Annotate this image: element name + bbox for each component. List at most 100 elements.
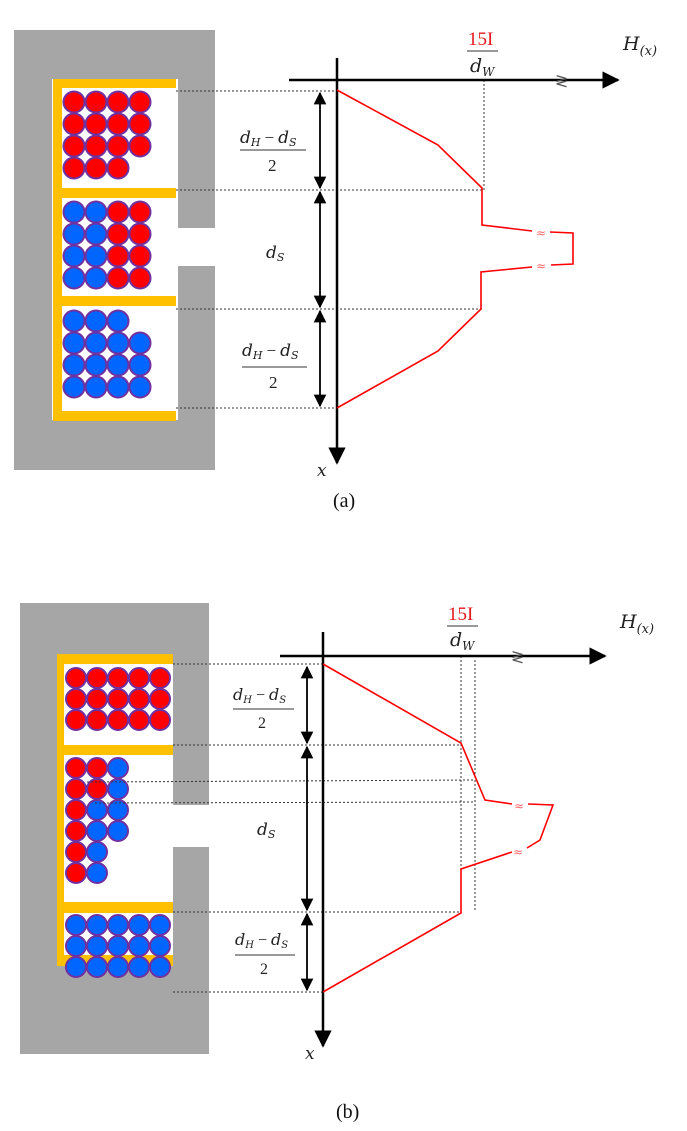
conductor-red	[107, 688, 129, 710]
bobbin-a	[53, 79, 176, 421]
conductor-blue	[106, 375, 130, 399]
field-curve-b-break	[526, 803, 555, 849]
conductor-blue	[65, 935, 87, 957]
conductor-red	[65, 688, 87, 710]
break-mark-b: ≷	[511, 647, 524, 666]
conductor-blue	[86, 862, 108, 884]
conductor-red	[106, 266, 130, 290]
conductor-blue	[128, 353, 152, 377]
conductor-blue	[149, 914, 171, 936]
conductor-red	[128, 667, 150, 689]
field-curve-a-upper	[336, 89, 533, 232]
caption-b: (b)	[336, 1101, 359, 1123]
conductor-red	[86, 709, 108, 731]
dim-bot-num-a: dH−dS	[242, 341, 299, 362]
panel-b: ≷ ≈ ≈ 15I dW H(x) x dH−dS 2 dS dH−dS 2 (…	[20, 603, 654, 1123]
conductors-top-window-b	[65, 667, 171, 731]
conductor-blue	[107, 935, 129, 957]
conductor-red	[106, 222, 130, 246]
conductor-blue	[106, 353, 130, 377]
x-axis-label-b: x	[305, 1044, 315, 1064]
conductor-blue	[84, 200, 108, 224]
conductor-blue	[62, 266, 86, 290]
conductor-red	[106, 156, 130, 180]
conductor-blue	[65, 956, 87, 978]
conductor-red	[128, 134, 152, 158]
conductors-top-window-a	[62, 90, 152, 180]
field-curve-b-upper	[322, 663, 513, 805]
conductor-blue	[62, 309, 86, 333]
conductor-red	[65, 862, 87, 884]
dim-mid-a: dS	[266, 243, 285, 264]
conductors-bot-window-a	[62, 309, 152, 399]
conductor-blue	[62, 353, 86, 377]
conductor-blue	[128, 956, 150, 978]
conductor-red	[62, 134, 86, 158]
conductor-blue	[62, 222, 86, 246]
field-curve-a-break	[549, 231, 574, 266]
conductor-blue	[86, 914, 108, 936]
conductor-red	[149, 667, 171, 689]
conductor-blue	[84, 353, 108, 377]
core-b	[20, 603, 209, 1054]
conductor-blue	[107, 914, 129, 936]
conductor-red	[86, 667, 108, 689]
conductor-blue	[62, 200, 86, 224]
dim-bot-den-a: 2	[269, 373, 278, 392]
conductor-red	[65, 799, 87, 821]
conductor-blue	[86, 935, 108, 957]
conductor-blue	[149, 956, 171, 978]
conductor-red	[84, 156, 108, 180]
conductor-blue	[149, 935, 171, 957]
conductor-blue	[106, 309, 130, 333]
core-a	[14, 30, 215, 470]
conductor-red	[106, 244, 130, 268]
conductor-blue	[84, 222, 108, 246]
guide-lines-a	[176, 80, 485, 409]
dim-bot-num-b: dH−dS	[235, 930, 288, 951]
conductor-red	[84, 90, 108, 114]
conductor-red	[62, 90, 86, 114]
x-axis-label-a: x	[317, 461, 327, 481]
conductor-red	[107, 667, 129, 689]
conductor-red	[128, 90, 152, 114]
conductor-red	[106, 112, 130, 136]
conductor-blue	[107, 757, 129, 779]
conductor-blue	[86, 820, 108, 842]
conductor-red	[128, 709, 150, 731]
conductor-red	[65, 820, 87, 842]
conductor-red	[106, 200, 130, 224]
conductor-red	[65, 841, 87, 863]
peak-label-denominator-a: dW	[470, 55, 496, 79]
conductor-red	[65, 757, 87, 779]
conductor-red	[128, 688, 150, 710]
field-curve-b-lower	[322, 851, 513, 993]
conductors-mid-window-a	[62, 200, 152, 290]
dim-top-den-b: 2	[258, 715, 266, 732]
conductor-red	[65, 709, 87, 731]
conductor-red	[86, 688, 108, 710]
conductor-blue	[84, 266, 108, 290]
conductor-red	[84, 134, 108, 158]
conductor-blue	[84, 244, 108, 268]
conductor-blue	[106, 331, 130, 355]
dim-top-num-b: dH−dS	[233, 685, 286, 706]
conductor-blue	[128, 375, 152, 399]
conductor-red	[106, 134, 130, 158]
dim-top-den-a: 2	[268, 156, 277, 175]
peak-label-numerator-a: 15I	[468, 29, 493, 50]
conductor-blue	[107, 956, 129, 978]
dim-mid-b: dS	[257, 820, 276, 841]
field-curve-a-lower	[336, 266, 533, 409]
conductor-blue	[62, 244, 86, 268]
conductor-blue	[107, 820, 129, 842]
peak-label-numerator-b: 15I	[448, 604, 473, 625]
conductor-red	[128, 200, 152, 224]
conductor-blue	[62, 331, 86, 355]
conductors-mid-window-b	[65, 757, 129, 884]
conductor-blue	[128, 935, 150, 957]
conductor-red	[107, 709, 129, 731]
conductor-red	[86, 757, 108, 779]
conductor-red	[128, 112, 152, 136]
